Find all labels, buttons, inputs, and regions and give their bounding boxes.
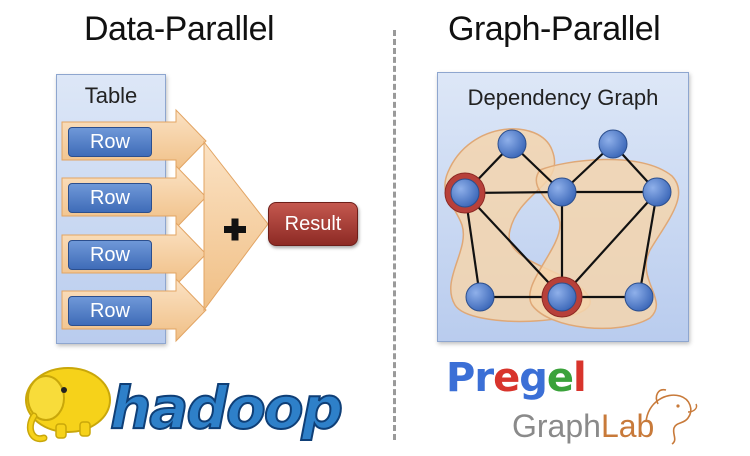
- graph-node: [547, 177, 577, 207]
- section-divider: [393, 30, 396, 440]
- row-label: Row: [68, 183, 152, 213]
- pregel-letter: e: [546, 355, 574, 401]
- pregel-logo: Pregel: [446, 355, 587, 401]
- result-box: Result: [268, 202, 358, 246]
- graphlab-dog-icon: [645, 388, 698, 445]
- graph-node: [598, 129, 628, 159]
- graphlab-lab: Lab: [600, 408, 655, 444]
- pregel-letter: e: [493, 355, 520, 401]
- hadoop-logo: hadoop: [25, 367, 345, 443]
- graphlab-graph: Graph: [512, 408, 601, 444]
- graphlab-wordmark: GraphLab: [512, 408, 654, 445]
- row-label: Row: [68, 240, 152, 270]
- graph-node: [497, 129, 527, 159]
- data-parallel-title: Data-Parallel: [84, 10, 275, 48]
- graph-node: [450, 178, 480, 208]
- graph-nodes: [450, 129, 672, 312]
- graph-edge: [464, 192, 563, 298]
- graph-edge: [637, 191, 659, 298]
- pregel-letter: g: [519, 355, 548, 401]
- graph-parallel-title: Graph-Parallel: [448, 10, 661, 48]
- pregel-letter: l: [572, 355, 587, 401]
- graph-node: [642, 177, 672, 207]
- graph-node: [624, 282, 654, 312]
- dependency-graph-label: Dependency Graph: [467, 85, 659, 110]
- graph-node: [465, 282, 495, 312]
- plus-icon: [224, 218, 246, 241]
- pregel-letter: P: [446, 355, 475, 401]
- row-label: Row: [68, 296, 152, 326]
- pregel-letter: r: [474, 355, 494, 401]
- hadoop-wordmark: hadoop: [110, 374, 342, 442]
- elephant-icon: [25, 367, 111, 443]
- table-label: Table: [84, 83, 138, 108]
- graph-edge: [561, 191, 658, 298]
- graph-node: [547, 282, 577, 312]
- row-label: Row: [68, 127, 152, 157]
